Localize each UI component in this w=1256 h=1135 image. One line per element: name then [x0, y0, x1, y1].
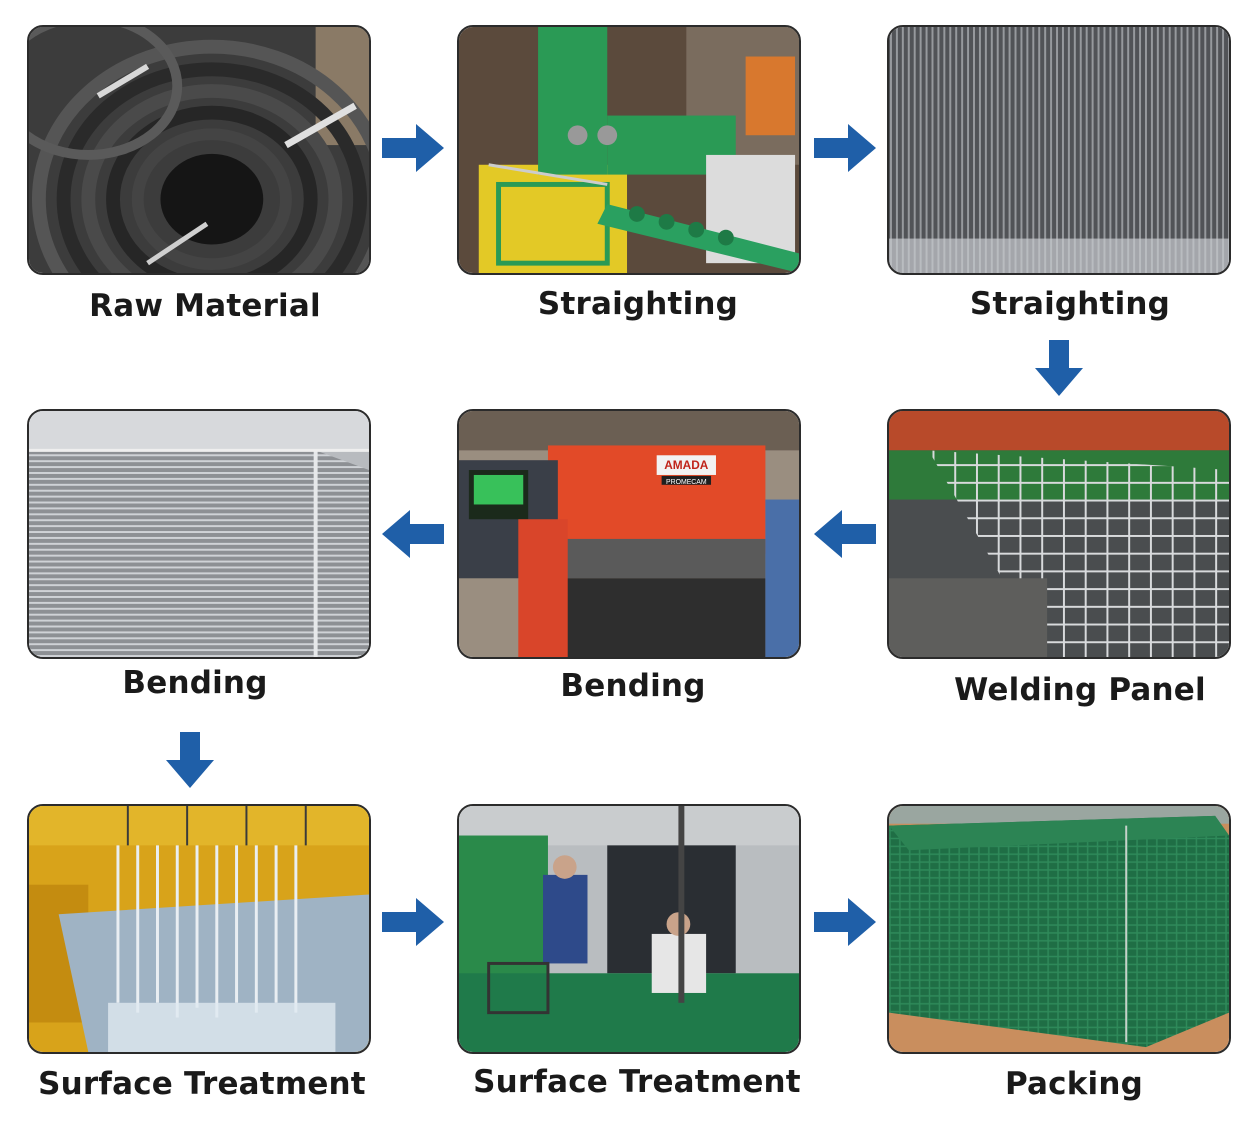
- step-label-bending-panels: Bending: [0, 665, 405, 701]
- powder-coating-photo: [457, 804, 801, 1054]
- bending-machine-photo: AMADA PROMECAM: [457, 409, 801, 659]
- dipping-tank-photo: [27, 804, 371, 1054]
- step-label-straighting-wires: Straighting: [860, 286, 1256, 322]
- arrow-right-icon: [814, 124, 876, 172]
- straight-wires-photo: [887, 25, 1231, 275]
- step-label-surface-treatment-dipping: Surface Treatment: [0, 1066, 412, 1102]
- arrow-right-icon: [382, 898, 444, 946]
- wire-coil-photo: [27, 25, 371, 275]
- arrow-right-icon: [814, 898, 876, 946]
- arrow-right-icon: [382, 124, 444, 172]
- packed-panels-photo: [887, 804, 1231, 1054]
- straightening-machine-photo: [457, 25, 801, 275]
- step-label-surface-treatment-coating: Surface Treatment: [427, 1064, 847, 1100]
- step-label-straighting-machine: Straighting: [428, 286, 848, 322]
- step-label-raw-material: Raw Material: [0, 288, 415, 324]
- step-label-bending-machine: Bending: [423, 668, 843, 704]
- step-label-packing: Packing: [864, 1066, 1256, 1102]
- step-label-welding-panel: Welding Panel: [870, 672, 1256, 708]
- machine-model-text: PROMECAM: [666, 479, 707, 486]
- arrow-down-icon: [1035, 340, 1083, 396]
- arrow-left-icon: [814, 510, 876, 558]
- welding-panel-photo: [887, 409, 1231, 659]
- arrow-down-icon: [166, 732, 214, 788]
- bent-panels-photo: [27, 409, 371, 659]
- arrow-left-icon: [382, 510, 444, 558]
- machine-brand-text: AMADA: [664, 458, 709, 472]
